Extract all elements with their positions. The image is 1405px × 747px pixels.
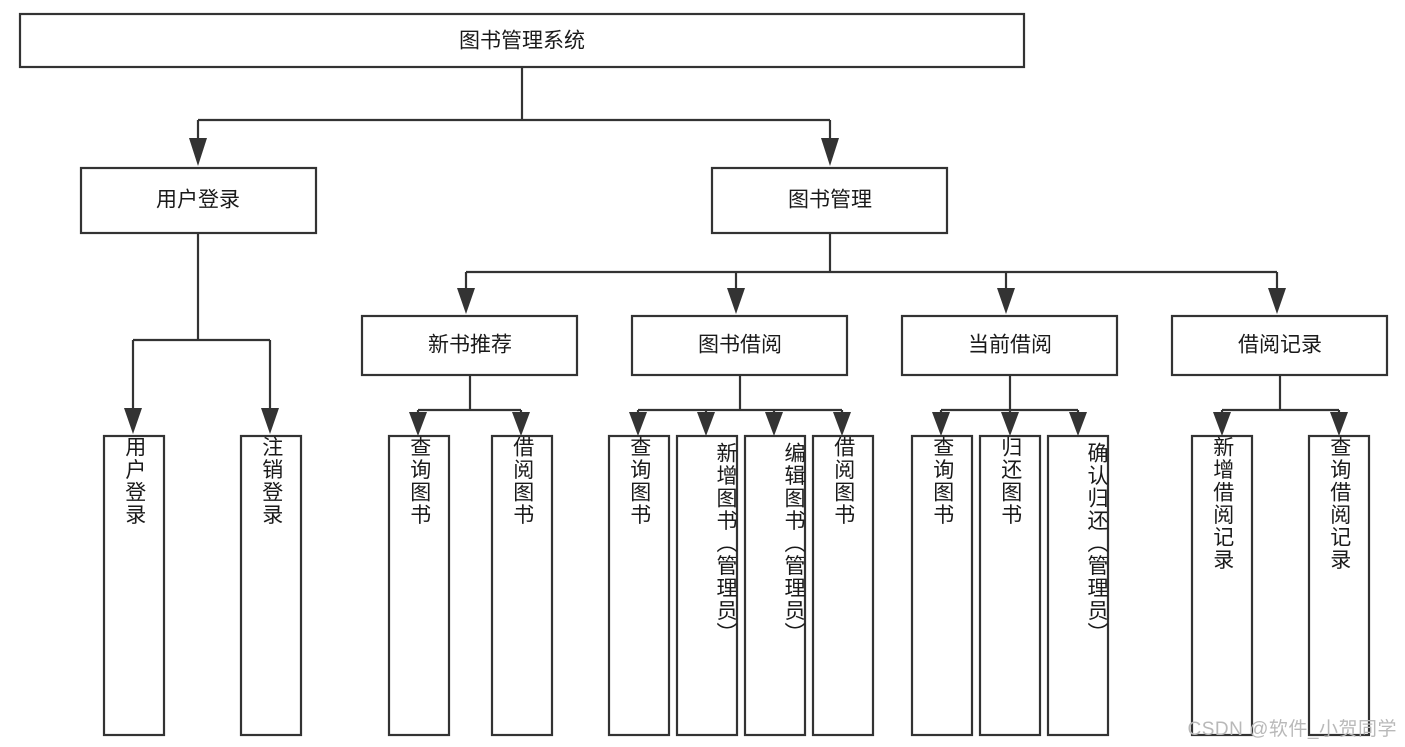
- arrow-head-leaf-user-logout: [261, 408, 279, 434]
- leaf-add-book-box[interactable]: [675, 434, 739, 737]
- node-root-label: 图书管理系统: [459, 30, 585, 53]
- leaf-borrow-book-1-box[interactable]: [490, 434, 554, 737]
- node-new-book-recommend[interactable]: 新书推荐: [360, 314, 579, 377]
- arrow-head-leaf-query-book-1: [409, 412, 427, 436]
- node-borrow-record-box[interactable]: [1170, 314, 1389, 377]
- arrow-head-new-book-recommend: [457, 288, 475, 314]
- node-user-login-box[interactable]: [79, 166, 318, 235]
- arrow-head-leaf-add-book: [697, 412, 715, 436]
- arrow-head-book-borrow: [727, 288, 745, 314]
- node-book-borrow[interactable]: 图书借阅: [630, 314, 849, 377]
- arrow-head-leaf-query-book-3: [932, 412, 950, 436]
- arrow-head-leaf-borrow-book-2: [833, 412, 851, 436]
- node-current-borrow-label: 当前借阅: [968, 334, 1052, 357]
- connector-group-root: [189, 67, 839, 166]
- node-current-borrow[interactable]: 当前借阅: [900, 314, 1119, 377]
- arrow-head-leaf-borrow-book-1: [512, 412, 530, 436]
- node-borrow-record-label: 借阅记录: [1238, 334, 1322, 357]
- arrow-head-current-borrow: [997, 288, 1015, 314]
- leaf-query-record-box[interactable]: [1307, 434, 1371, 737]
- csdn-watermark: CSDN @软件_小贺同学: [1187, 719, 1397, 740]
- leaf-query-book-1-box[interactable]: [387, 434, 451, 737]
- leaf-user-login-box[interactable]: [102, 434, 166, 737]
- arrow-head-leaf-confirm-return: [1069, 412, 1087, 436]
- arrow-head-leaf-query-book-2: [629, 412, 647, 436]
- node-book-borrow-label: 图书借阅: [698, 334, 782, 357]
- node-book-borrow-box[interactable]: [630, 314, 849, 377]
- leaf-return-book-box[interactable]: [978, 434, 1042, 737]
- arrow-head-user-login: [189, 138, 207, 166]
- leaf-user-logout-box[interactable]: [239, 434, 303, 737]
- connector-group-new-book-recommend: [409, 375, 530, 436]
- node-current-borrow-box[interactable]: [900, 314, 1119, 377]
- connector-group-book-manage: [457, 233, 1286, 314]
- connector-group-book-borrow: [629, 375, 851, 436]
- connector-group-user-login: [124, 233, 279, 434]
- node-user-login[interactable]: 用户登录: [79, 166, 318, 235]
- arrow-head-leaf-edit-book: [765, 412, 783, 436]
- node-root[interactable]: 图书管理系统: [18, 12, 1026, 69]
- leaf-confirm-return-box[interactable]: [1046, 434, 1110, 737]
- arrow-head-leaf-query-record: [1330, 412, 1348, 436]
- leaf-edit-book-box[interactable]: [743, 434, 807, 737]
- arrow-head-book-manage: [821, 138, 839, 166]
- arrow-head-borrow-record: [1268, 288, 1286, 314]
- arrow-head-leaf-add-record: [1213, 412, 1231, 436]
- connector-group-borrow-record: [1213, 375, 1348, 436]
- leaf-boxes: [102, 434, 1371, 737]
- connector-group-current-borrow: [932, 375, 1087, 436]
- node-new-book-recommend-label: 新书推荐: [428, 334, 512, 357]
- leaf-borrow-book-2-box[interactable]: [811, 434, 875, 737]
- leaf-query-book-2-box[interactable]: [607, 434, 671, 737]
- node-book-manage-box[interactable]: [710, 166, 949, 235]
- node-root-box[interactable]: [18, 12, 1026, 69]
- arrow-head-leaf-return-book: [1001, 412, 1019, 436]
- node-borrow-record[interactable]: 借阅记录: [1170, 314, 1389, 377]
- node-new-book-recommend-box[interactable]: [360, 314, 579, 377]
- node-user-login-label: 用户登录: [156, 189, 240, 212]
- node-book-manage[interactable]: 图书管理: [710, 166, 949, 235]
- leaf-query-book-3-box[interactable]: [910, 434, 974, 737]
- leaf-add-record-box[interactable]: [1190, 434, 1254, 737]
- node-book-manage-label: 图书管理: [788, 189, 872, 212]
- arrow-head-leaf-user-login: [124, 408, 142, 434]
